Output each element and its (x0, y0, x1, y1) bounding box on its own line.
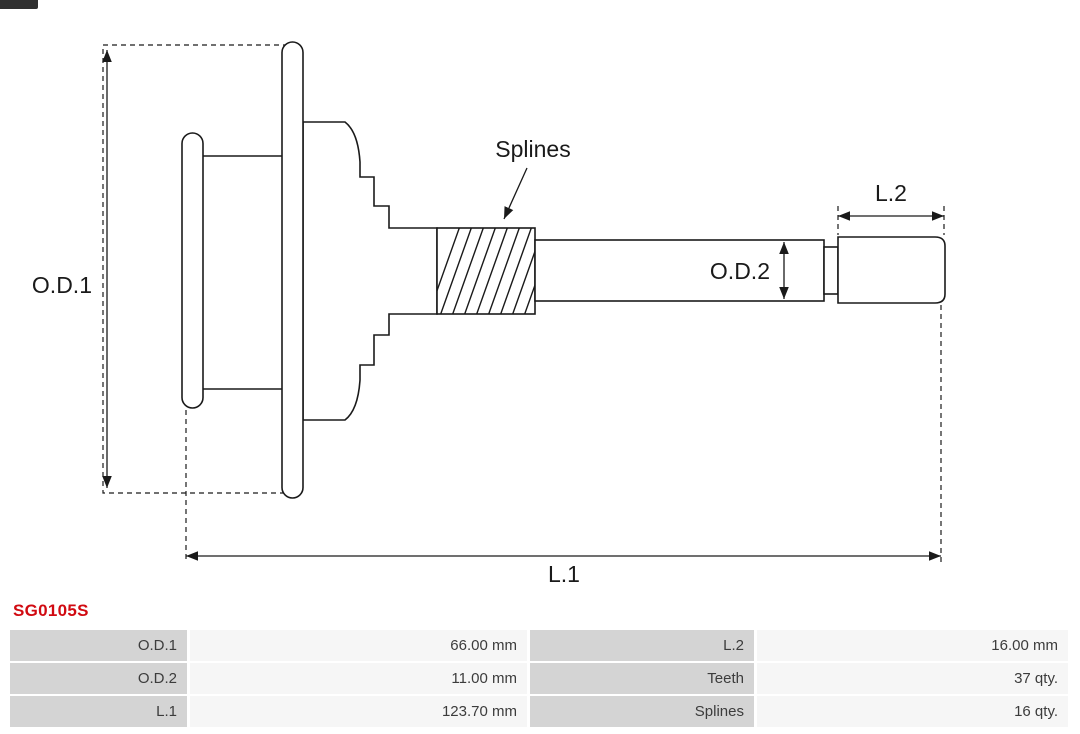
l2-label: L.2 (875, 180, 907, 206)
spec-label-l1: L.1 (10, 696, 187, 727)
l1-label: L.1 (548, 561, 580, 587)
pulley-flange-left (181, 132, 204, 409)
spec-value-od1: 66.00 mm (190, 630, 527, 661)
shaft (534, 236, 946, 304)
spec-label-teeth: Teeth (530, 663, 754, 694)
splines-label: Splines (495, 136, 570, 162)
snap-ring-groove (823, 246, 839, 295)
spec-value-splines: 16 qty. (757, 696, 1068, 727)
dimension-l2: L.2 (838, 180, 944, 221)
spec-value-l2: 16.00 mm (757, 630, 1068, 661)
spec-label-splines: Splines (530, 696, 754, 727)
pulley-disc (281, 41, 304, 499)
spec-label-od1: O.D.1 (10, 630, 187, 661)
od1-label: O.D.1 (32, 272, 92, 298)
spec-label-od2: O.D.2 (10, 663, 187, 694)
spline-section (436, 227, 536, 315)
shaft-end (837, 236, 946, 304)
splines-arrow (503, 167, 528, 220)
corner-logo-mark (0, 0, 38, 9)
part-number: SG0105S (13, 601, 89, 620)
spec-value-l1: 123.70 mm (190, 696, 527, 727)
pulley (181, 41, 304, 499)
dimension-l1: L.1 (186, 551, 941, 587)
splines-callout: Splines (495, 136, 571, 220)
technical-drawing: O.D.1 O.D.2 L.2 L.1 Splines (32, 41, 946, 587)
od2-label: O.D.2 (710, 258, 770, 284)
dimension-od2: O.D.2 (710, 242, 789, 299)
drive-end-housing (302, 121, 438, 421)
spec-value-teeth: 37 qty. (757, 663, 1068, 694)
spec-label-l2: L.2 (530, 630, 754, 661)
spec-value-od2: 11.00 mm (190, 663, 527, 694)
spec-table: O.D.1 66.00 mm L.2 16.00 mm O.D.2 11.00 … (10, 630, 1068, 727)
dimension-od1: O.D.1 (32, 50, 112, 488)
